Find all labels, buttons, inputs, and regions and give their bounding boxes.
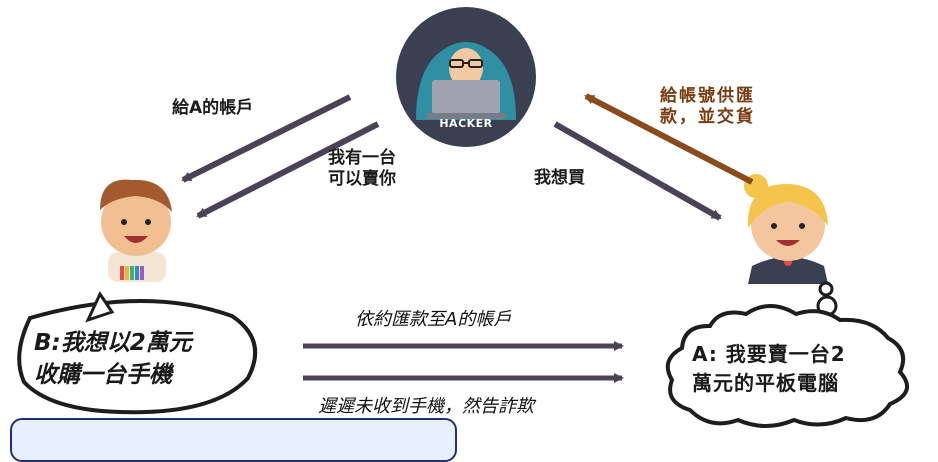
edge-label-offer-line2: 可以賣你 [328, 169, 396, 190]
person-b-speech-bubble [17, 299, 258, 415]
laptop-icon [432, 80, 500, 114]
hacker-label: HACKER [439, 117, 493, 130]
edge-label-pay: 依約匯款至A的帳戶 [355, 309, 512, 330]
person-b-bubble-text: B:我想以2萬元 收購一台手機 [34, 327, 192, 391]
edge-label-payment-request: 給帳號供匯 款，並交貨 [660, 86, 755, 129]
person-b-bubble-line1: B:我想以2萬元 [34, 330, 192, 356]
arrow-hacker-to-a-brown [584, 93, 754, 185]
edge-label-payment-request-line1: 給帳號供匯 [660, 86, 755, 106]
dress [748, 257, 828, 284]
arrow-hacker-to-b-account [181, 94, 352, 183]
fraud-diagram-canvas [17, 7, 910, 428]
edge-label-account: 給A的帳戶 [172, 98, 254, 118]
hacker-face [449, 48, 483, 88]
arrow-a-hacker [553, 121, 722, 221]
edge-label-offer: 我有一台 可以賣你 [328, 148, 396, 191]
person-a-avatar [744, 174, 828, 284]
edge-label-offer-line1: 我有一台 [328, 148, 396, 168]
edge-label-fraud: 遲遲未收到手機，然告詐欺 [318, 396, 534, 417]
face-icon [101, 188, 171, 256]
person-a-bubble-line2: 萬元的平板電腦 [692, 371, 839, 395]
hair-icon [747, 184, 828, 228]
arrow-hacker-to-b-offer [196, 121, 380, 219]
edge-label-want-buy: 我想買 [534, 168, 585, 188]
person-a-bubble-text: A: 我要賣一台2 萬元的平板電腦 [692, 340, 846, 398]
person-a-bubble-line1: A: 我要賣一台2 [692, 342, 846, 366]
blue-panel [10, 418, 457, 462]
person-b-bubble-line2: 收購一台手機 [34, 362, 172, 389]
person-a-thought-bubble [665, 281, 910, 428]
hair-icon [100, 179, 172, 212]
edge-label-payment-request-line2: 款，並交貨 [660, 107, 755, 128]
person-b-avatar [100, 179, 172, 282]
hacker-avatar [396, 7, 536, 147]
